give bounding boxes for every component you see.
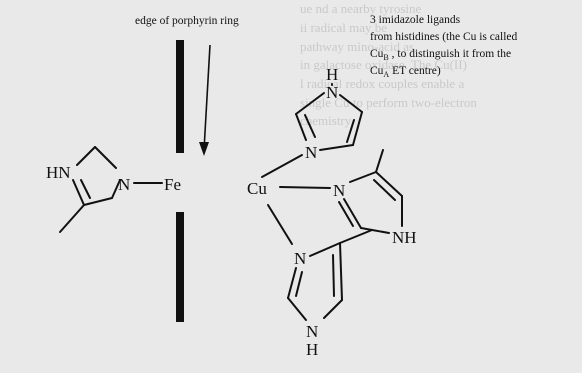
- bond: [83, 197, 113, 206]
- bond-to-right-ring: [339, 229, 373, 244]
- ghost-line-1: ue nd a nearby tyrosine: [300, 1, 422, 16]
- right-nh-atom: NH: [392, 228, 417, 247]
- iron-atom: Fe: [164, 175, 181, 194]
- double-bond-inner: [332, 254, 335, 297]
- bond: [323, 299, 343, 319]
- double-bond-inner: [80, 179, 91, 199]
- bottom-imidazole: N N H: [267, 204, 373, 359]
- background-show-through: ue nd a nearby tyrosine ii radical may b…: [300, 1, 477, 128]
- cu-n-bond-right: [279, 186, 331, 189]
- right-imidazole: N NH: [279, 149, 417, 247]
- bond: [352, 111, 363, 146]
- ligand-annotation: 3 imidazole ligands from histidines (the…: [370, 14, 517, 79]
- bottom-n-lower-atom: N: [306, 322, 318, 341]
- double-bond-inner: [373, 179, 396, 201]
- double-bond-inner: [295, 271, 303, 297]
- bond: [319, 144, 354, 151]
- bond: [295, 92, 325, 115]
- ghost-line-3: pathway mino-acid as: [300, 39, 414, 54]
- bond: [72, 179, 85, 206]
- double-bond-inner: [304, 114, 316, 138]
- bond: [287, 267, 297, 299]
- bond: [295, 113, 307, 141]
- ligand-note-line-3: CuB , to distinguish it from the: [370, 48, 511, 62]
- bond: [360, 227, 390, 234]
- bond: [375, 171, 403, 197]
- ligand-note-line-1: 3 imidazole ligands: [370, 14, 461, 26]
- top-n-upper-atom: N: [326, 83, 338, 102]
- ghost-line-5: l radical redox couples enable a: [300, 76, 464, 91]
- bond: [309, 242, 341, 257]
- ghost-line-4: in galactose oxidase. The Cu(II): [300, 57, 467, 72]
- bond: [94, 146, 117, 169]
- double-bond-inner: [346, 119, 355, 143]
- top-n-lower-atom: N: [305, 143, 317, 162]
- ligand-note-line-4: CuA ET centre): [370, 65, 441, 79]
- left-nh-atom: HN: [46, 163, 71, 182]
- left-imidazole: HN N: [46, 146, 163, 233]
- bond: [343, 198, 362, 229]
- porphyrin-arrow-shaft: [203, 44, 211, 151]
- bottom-n-atom: N: [294, 249, 306, 268]
- top-imidazole: H N N: [261, 65, 363, 178]
- bond: [349, 171, 377, 183]
- top-h-atom: H: [326, 65, 338, 84]
- double-bond-inner: [338, 201, 354, 227]
- methyl-bond: [59, 204, 85, 233]
- porphyrin-arrow-head: [199, 142, 209, 156]
- bond: [111, 179, 121, 199]
- bond: [339, 242, 343, 301]
- ghost-line-7: chemistry.: [300, 113, 354, 128]
- bond: [339, 94, 363, 113]
- left-n-atom: N: [118, 175, 130, 194]
- methyl-bond: [375, 149, 384, 173]
- copper-atom: Cu: [247, 179, 267, 198]
- porphyrin-label: edge of porphyrin ring: [135, 15, 239, 27]
- cu-n-bond-bottom: [267, 204, 293, 245]
- ghost-line-2: ii radical may be: [300, 20, 387, 35]
- bond: [287, 297, 307, 321]
- ligand-note-line-2: from histidines (the Cu is called: [370, 31, 517, 43]
- bottom-h-atom: H: [306, 340, 318, 359]
- right-n-atom: N: [333, 181, 345, 200]
- cu-n-bond-top: [261, 154, 303, 178]
- bond: [76, 146, 96, 166]
